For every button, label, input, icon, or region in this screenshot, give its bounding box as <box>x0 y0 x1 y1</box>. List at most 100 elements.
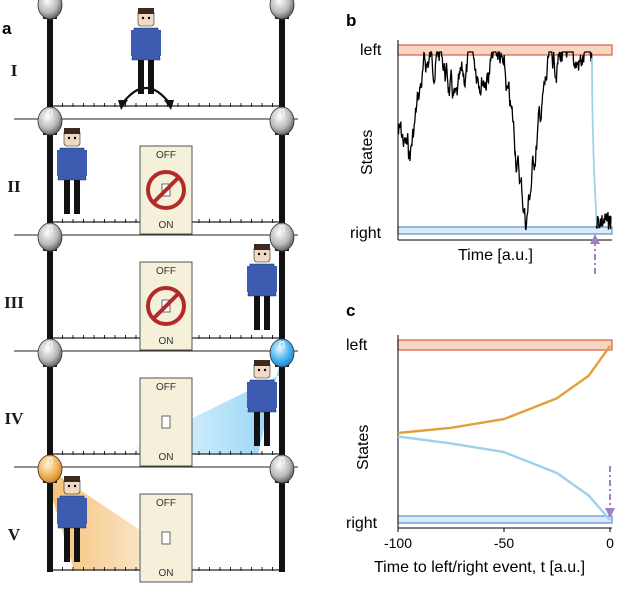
prohibited-icon <box>146 286 186 326</box>
panel-label-c: c <box>346 301 355 320</box>
x-tick-label: 0 <box>606 535 614 551</box>
switch-toggle <box>161 531 171 545</box>
walker-body <box>247 263 277 297</box>
prohibited-slash <box>151 291 181 321</box>
right-lamp-filament-icon <box>279 225 285 232</box>
walker-leg-left <box>64 180 70 214</box>
walker-body <box>57 495 87 529</box>
left-lamp-filament-icon <box>47 341 53 348</box>
event-arrow-c <box>605 466 615 518</box>
right-lamp-bulb-icon <box>269 106 295 136</box>
left-lamp-filament-icon <box>47 109 53 116</box>
row-numeral: I <box>11 61 18 80</box>
walker-leg-right <box>264 296 270 330</box>
left-lamp-pole <box>47 248 53 340</box>
walker-arm-right <box>83 150 87 176</box>
event-arrow <box>590 234 600 274</box>
walker-eye-right <box>147 16 151 20</box>
left-lamp-filament-icon <box>47 457 53 464</box>
c-xlabel: Time to left/right event, t [a.u.] <box>374 559 585 576</box>
walker-eye-left <box>67 136 71 140</box>
series-line-1 <box>397 345 611 435</box>
walker-arm-right <box>157 30 161 56</box>
c-ylabel-states: States <box>355 425 372 470</box>
walker-eye-right <box>263 252 267 256</box>
left-lamp-pole <box>47 364 53 456</box>
switch-off-label: OFF <box>156 266 176 277</box>
scene-row-4: IV OFF ON <box>5 338 298 467</box>
switch-off-label: OFF <box>156 150 176 161</box>
walker-eye-left <box>67 484 71 488</box>
switch-off-label: OFF <box>156 498 176 509</box>
switch-on-label: ON <box>159 336 174 347</box>
b-ylabel-left: left <box>360 42 382 59</box>
walker-eye-right <box>73 136 77 140</box>
prohibited-icon <box>146 170 186 210</box>
right-lamp-filament-icon <box>279 109 285 116</box>
walker-eye-left <box>141 16 145 20</box>
walker-eye-right <box>263 368 267 372</box>
walker-arm-right <box>273 382 277 408</box>
walker-leg-left <box>138 60 144 94</box>
walker-arm-left <box>247 266 251 292</box>
walker-leg-left <box>64 528 70 562</box>
right-lamp-filament-icon <box>279 341 285 348</box>
right-lamp-bulb-icon <box>269 454 295 484</box>
walker-hair <box>254 244 270 250</box>
walker-leg-left <box>254 412 260 446</box>
row-numeral: IV <box>5 409 25 428</box>
walker-body <box>131 27 161 61</box>
left-lamp-bulb-icon <box>37 0 63 20</box>
panel-b-chart: left right States Time [a.u.] <box>350 40 613 274</box>
walker-arm-right <box>273 266 277 292</box>
left-lamp-pole <box>47 480 53 572</box>
row-numeral: V <box>8 525 21 544</box>
panel-label-b: b <box>346 11 356 30</box>
series-line-2 <box>397 435 611 521</box>
x-tick-label: -50 <box>494 535 514 551</box>
right-lamp-pole <box>279 248 285 340</box>
right-lamp-bulb-icon <box>269 0 295 20</box>
right-lamp-pole <box>279 132 285 224</box>
walker-leg-right <box>74 528 80 562</box>
left-lamp-pole <box>47 16 53 108</box>
walker-hair <box>254 360 270 366</box>
c-ylabel-right: right <box>346 515 378 532</box>
right-lamp-pole <box>279 364 285 456</box>
b-ylabel-right: right <box>350 225 382 242</box>
switch-toggle <box>161 415 171 429</box>
switch-off-label: OFF <box>156 382 176 393</box>
switch-on-label: ON <box>159 220 174 231</box>
walker-arm-left <box>57 498 61 524</box>
walker-arm-left <box>57 150 61 176</box>
walker-eye-left <box>257 252 261 256</box>
prohibited-slash <box>151 175 181 205</box>
left-lamp-bulb-icon <box>37 454 63 484</box>
walker-arm-left <box>247 382 251 408</box>
walker-arm-left <box>131 30 135 56</box>
step-left-arrow-icon <box>118 100 128 110</box>
switch-on-label: ON <box>159 568 174 579</box>
step-right-arrow-icon <box>164 100 174 110</box>
b-ylabel-states: States <box>359 130 376 175</box>
drift-tail <box>591 57 598 227</box>
right-lamp-pole <box>279 16 285 108</box>
step-arc <box>121 87 171 105</box>
walker-eye-left <box>257 368 261 372</box>
row-numeral: III <box>4 293 24 312</box>
right-band-c <box>397 515 613 524</box>
right-band <box>397 226 613 235</box>
left-lamp-pole <box>47 132 53 224</box>
walker-leg-right <box>74 180 80 214</box>
walker-leg-left <box>254 296 260 330</box>
left-lamp-bulb-icon <box>37 338 63 368</box>
walker-leg-right <box>264 412 270 446</box>
right-lamp-pole <box>279 480 285 572</box>
walker-leg-right <box>148 60 154 94</box>
left-lamp-bulb-icon <box>37 222 63 252</box>
scene-row-1: I <box>11 0 295 110</box>
b-xlabel: Time [a.u.] <box>458 247 533 264</box>
